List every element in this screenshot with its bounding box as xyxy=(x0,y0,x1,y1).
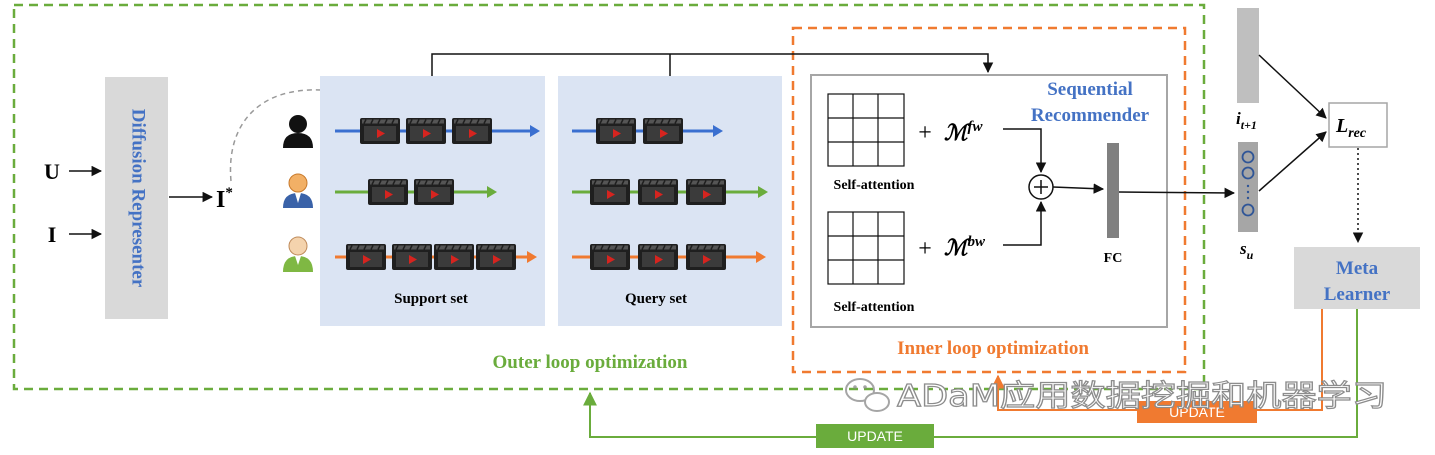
query-film-item xyxy=(642,117,684,145)
support-film-item xyxy=(367,178,409,206)
support-film-item xyxy=(475,243,517,271)
loss-label: Lrec xyxy=(1335,115,1367,141)
update-badge-green xyxy=(816,424,934,448)
query-film-item xyxy=(589,243,631,271)
sum-node xyxy=(1028,174,1054,200)
query-set-label: Query set xyxy=(625,291,687,307)
diffusion-representer-label: Diffusion Representer xyxy=(128,109,149,288)
m-bw-arrow xyxy=(1003,200,1047,246)
fc-layer-bar xyxy=(1107,143,1119,238)
support-seq-blue-arrowhead xyxy=(530,125,540,137)
query-film-item xyxy=(637,178,679,206)
query-film-item xyxy=(685,243,727,271)
user-icon-blue xyxy=(283,173,313,208)
self-attention-grid-bottom xyxy=(827,211,905,285)
update-badge-orange xyxy=(1137,401,1257,423)
support-film-item xyxy=(433,243,475,271)
wechat-watermark-icon xyxy=(845,378,890,412)
inner-loop-label: Inner loop optimization xyxy=(897,338,1089,359)
user-to-loss-arrow xyxy=(1258,131,1327,192)
support-set-label: Support set xyxy=(394,291,468,307)
self-attention-label-top: Self-attention xyxy=(834,178,915,193)
support-film-item xyxy=(359,117,401,145)
meta-learner-label-2: Learner xyxy=(1324,284,1391,305)
fc-label: FC xyxy=(1104,251,1123,266)
update-label-green: UPDATE xyxy=(847,428,903,444)
loss-box xyxy=(1328,102,1388,148)
support-film-item xyxy=(405,117,447,145)
inner-loop-border xyxy=(791,26,1187,374)
query-seq-orange-arrowhead xyxy=(756,251,766,263)
query-seq-blue-arrowhead xyxy=(713,125,723,137)
support-film-item xyxy=(391,243,433,271)
query-film-item xyxy=(589,178,631,206)
meta-learner-label-1: Meta xyxy=(1336,258,1379,279)
support-seq-green-arrowhead xyxy=(487,186,497,198)
istar-label: I* xyxy=(216,185,233,213)
update-label-orange: UPDATE xyxy=(1169,404,1225,420)
diffusion-representer-box xyxy=(105,77,168,319)
meta-learner-box xyxy=(1294,247,1420,309)
outer-loop-label: Outer loop optimization xyxy=(493,352,688,373)
sequential-recommender-title-2: Recommender xyxy=(1031,105,1150,126)
support-film-item xyxy=(345,243,387,271)
query-seq-green-arrowhead xyxy=(758,186,768,198)
self-attention-grid-top xyxy=(827,93,905,167)
user-representation-vector xyxy=(1238,142,1258,232)
query-film-item xyxy=(685,178,727,206)
item-to-loss-arrow xyxy=(1258,54,1327,119)
user-icon-black xyxy=(283,115,313,148)
outer-update-arrow xyxy=(583,309,1358,438)
sequential-recommender-title-1: Sequential xyxy=(1047,79,1133,100)
user-icon-green xyxy=(283,236,313,272)
m-bw-label: ℳbw xyxy=(944,234,986,260)
plus-sign-top: + xyxy=(918,120,932,146)
query-film-item xyxy=(595,117,637,145)
input-i-label: I xyxy=(48,222,57,247)
support-film-item xyxy=(413,178,455,206)
support-film-item xyxy=(451,117,493,145)
outer-loop-border xyxy=(12,3,1206,391)
m-fw-label: ℳfw xyxy=(944,119,984,145)
self-attention-label-bottom: Self-attention xyxy=(834,300,915,315)
user-rep-label: su xyxy=(1239,239,1254,262)
input-u-label: U xyxy=(44,159,60,184)
sets-to-recommender-connector xyxy=(431,53,994,76)
query-film-item xyxy=(637,243,679,271)
next-item-label: it+1 xyxy=(1236,109,1257,132)
watermark-text: ADaM应用数据挖掘和机器学习 xyxy=(897,379,1387,414)
plus-sign-bottom: + xyxy=(918,236,932,262)
fc-to-su-arrow xyxy=(1118,187,1236,199)
sum-to-fc-arrow xyxy=(1052,183,1105,194)
m-fw-arrow xyxy=(1003,128,1047,174)
support-seq-orange-arrowhead xyxy=(527,251,537,263)
next-item-embedding-bar xyxy=(1237,8,1259,103)
